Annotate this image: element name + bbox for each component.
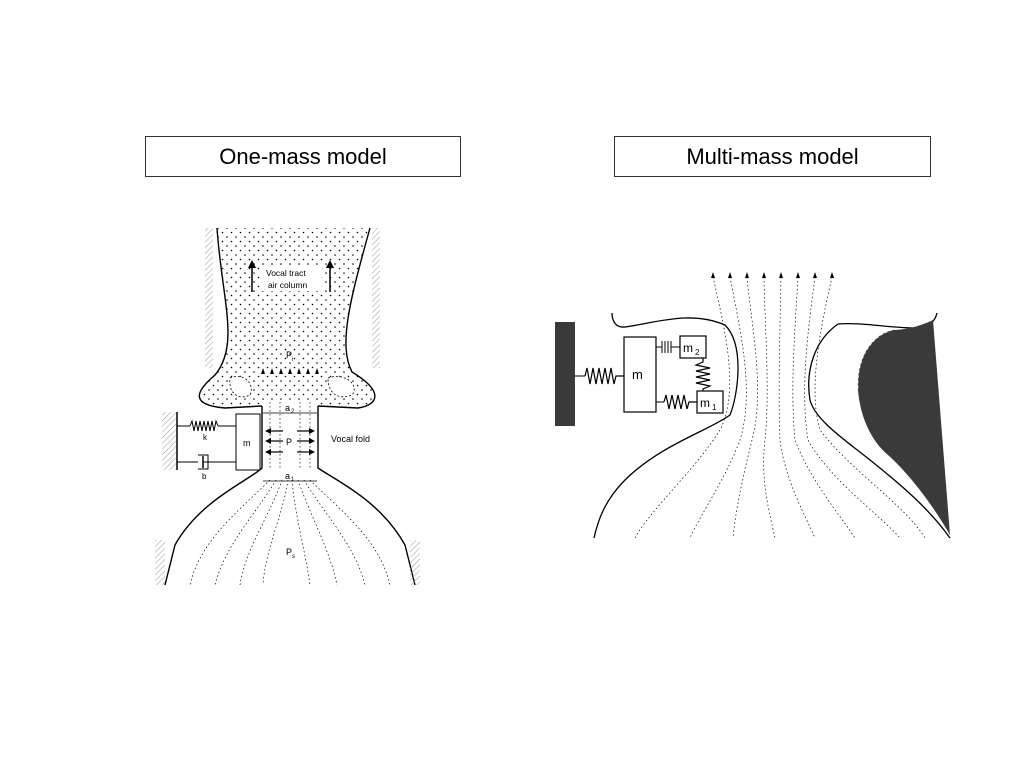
fixed-wall-hatch: [162, 412, 176, 470]
glottal-flow-lines: [269, 402, 311, 470]
vocal-fold-label: Vocal fold: [331, 434, 370, 444]
tract-right-wall: [317, 227, 376, 409]
spring-main: [584, 367, 624, 385]
spring-k: [189, 419, 219, 432]
tissue-boundary: [857, 329, 893, 391]
wall-hatch-right: [372, 228, 380, 368]
mass-m1-box: [696, 390, 724, 414]
left-fold-outline: [593, 312, 739, 539]
mass-m2-box: [679, 335, 707, 359]
damper-b-label: b: [202, 472, 207, 481]
pressure-arrowheads: [265, 428, 315, 455]
mass-m2-sub: 2: [695, 348, 700, 357]
a1-label: a: [285, 471, 290, 481]
fixed-wall-dark: [555, 322, 575, 426]
subglottal-pressure-label: P: [286, 547, 292, 557]
multi-mass-title: Multi-mass model: [686, 143, 859, 169]
up-arrow-right-icon: [326, 260, 334, 268]
tract-label-bg: [262, 265, 322, 291]
a2-sub: 2: [291, 409, 295, 415]
one-mass-diagram: Vocal tract air column P i a 2 a 1: [155, 227, 420, 586]
a2-label: a: [285, 403, 290, 413]
mass-box: [235, 413, 261, 471]
spring-k-label: k: [203, 433, 208, 442]
multi-mass-title-box: Multi-mass model: [614, 136, 931, 177]
pressure-top-label: P: [286, 350, 292, 360]
one-mass-title: One-mass model: [219, 143, 387, 169]
up-arrow-left-icon: [248, 260, 256, 268]
lower-hatch-right: [410, 540, 420, 585]
mass-m1-sub: 1: [712, 403, 717, 412]
flow-arrowheads: [711, 272, 834, 278]
tract-label-line2: air column: [268, 280, 307, 290]
multi-mass-diagram: m m 2 m 1: [555, 272, 951, 539]
spring-m1: [663, 394, 697, 410]
vocal-tract-air-column: [199, 228, 375, 408]
damper-m2: [661, 341, 680, 353]
a1-sub: 1: [291, 477, 295, 483]
subglottal-flow-lines: [189, 479, 391, 586]
mass-m1-label: m: [700, 396, 710, 410]
wall-hatch-left: [205, 228, 213, 368]
pressure-top-sub: i: [292, 357, 293, 363]
mass-m-label: m: [632, 367, 643, 382]
subglottal-pressure-sub: s: [292, 554, 295, 560]
right-vortex: [327, 376, 355, 398]
flow-lines: [634, 276, 926, 539]
one-mass-title-box: One-mass model: [145, 136, 461, 177]
glottis-right-wall: [317, 406, 416, 586]
spring-m1-m2: [694, 358, 712, 392]
jet-arrows: [261, 368, 319, 374]
tract-label-line1: Vocal tract: [266, 268, 306, 278]
lower-hatch-left: [155, 540, 165, 585]
right-dark-tissue: [857, 320, 950, 535]
mass-m-box: [623, 336, 657, 413]
tract-arrows: [251, 265, 331, 292]
tract-left-wall: [198, 227, 263, 409]
mass-label: m: [243, 438, 251, 448]
mass-m2-label: m: [683, 341, 693, 355]
glottal-pressure-label: P: [286, 437, 292, 447]
left-vortex: [229, 376, 252, 398]
